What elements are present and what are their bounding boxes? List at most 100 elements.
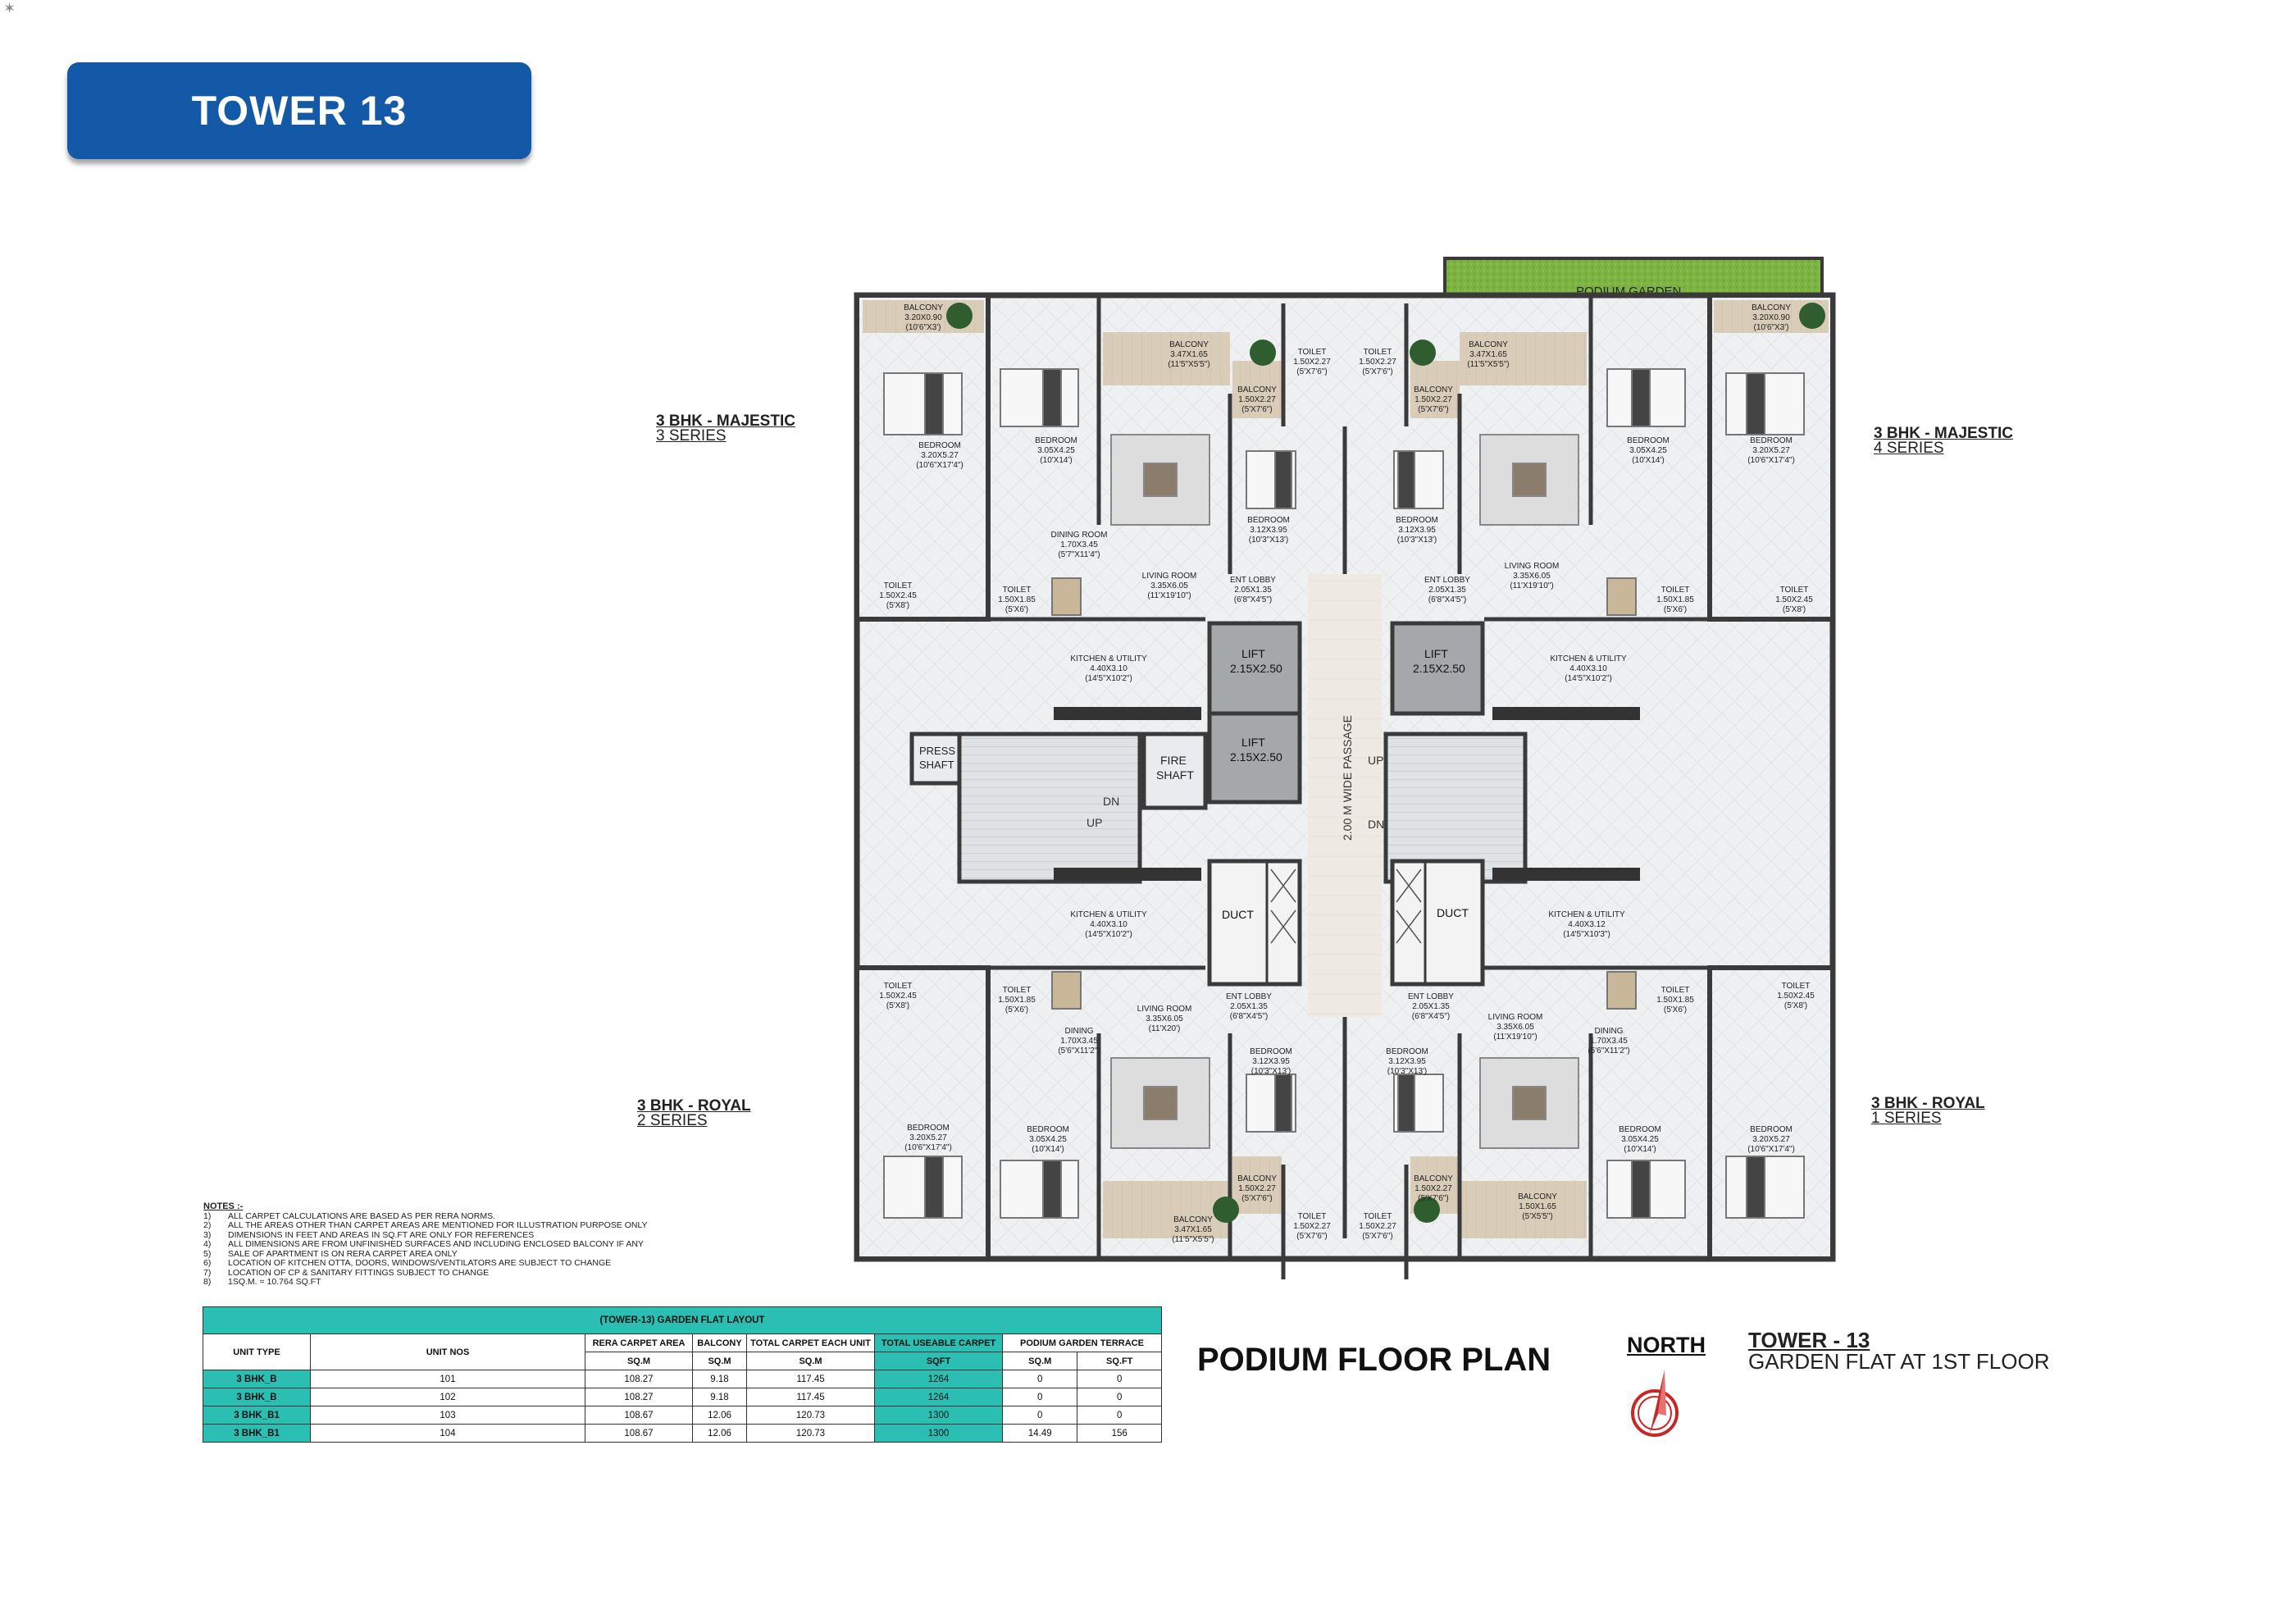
svg-text:(11'5"X5'5"): (11'5"X5'5")	[1467, 360, 1509, 369]
svg-text:(10'6"X3'): (10'6"X3')	[906, 323, 941, 332]
note-number: 3)	[203, 1229, 212, 1240]
cell-unit-no: 103	[310, 1406, 585, 1425]
svg-text:ENT LOBBY: ENT LOBBY	[1424, 576, 1470, 585]
note-item: 7)LOCATION OF CP & SANITARY FITTINGS SUB…	[203, 1267, 712, 1279]
svg-text:TOILET: TOILET	[1661, 986, 1690, 995]
svg-text:BEDROOM: BEDROOM	[1247, 516, 1290, 525]
svg-text:(10'6"X17'4"): (10'6"X17'4")	[1747, 456, 1795, 465]
note-item: 3)DIMENSIONS IN FEET AND AREAS IN SQ.FT …	[203, 1229, 712, 1241]
svg-text:KITCHEN & UTILITY: KITCHEN & UTILITY	[1070, 910, 1147, 919]
svg-text:DUCT: DUCT	[1437, 906, 1469, 919]
cell-balcony: 12.06	[692, 1424, 747, 1443]
cell-total-carpet: 120.73	[746, 1406, 875, 1425]
svg-text:2.05X1.35: 2.05X1.35	[1230, 1002, 1268, 1011]
svg-text:3.20X5.27: 3.20X5.27	[1752, 1135, 1790, 1144]
svg-text:DUCT: DUCT	[1222, 908, 1254, 921]
north-compass-icon	[1631, 1370, 1679, 1437]
svg-text:1.50X1.85: 1.50X1.85	[1656, 996, 1694, 1005]
cell-rera: 108.27	[585, 1370, 693, 1388]
svg-text:BALCONY: BALCONY	[1752, 303, 1791, 312]
svg-text:(10'3"X13'): (10'3"X13')	[1387, 1067, 1428, 1076]
svg-text:UP: UP	[1086, 816, 1102, 829]
svg-text:LIFT: LIFT	[1424, 647, 1448, 660]
cell-total-useable: 1264	[874, 1388, 1003, 1406]
svg-text:(5'X6'): (5'X6')	[1005, 605, 1028, 614]
svg-text:(10'X14'): (10'X14')	[1632, 456, 1664, 465]
svg-text:1.50X2.27: 1.50X2.27	[1359, 358, 1396, 367]
cell-podium-sqft: 0	[1077, 1370, 1162, 1388]
svg-text:BEDROOM: BEDROOM	[1027, 1125, 1069, 1134]
svg-text:BALCONY: BALCONY	[1169, 340, 1209, 349]
svg-text:(5'X6'): (5'X6')	[1664, 1005, 1687, 1014]
garden-flat-title: TOWER - 13 GARDEN FLAT AT 1ST FLOOR	[1748, 1328, 2050, 1374]
cell-unit-no: 102	[310, 1388, 585, 1406]
svg-text:(5'X8'): (5'X8')	[1783, 605, 1806, 614]
svg-text:1.50X1.85: 1.50X1.85	[998, 595, 1036, 604]
svg-text:2.05X1.35: 2.05X1.35	[1412, 1002, 1450, 1011]
note-item: 2)ALL THE AREAS OTHER THAN CARPET AREAS …	[203, 1220, 712, 1231]
th-unit-podium-sqm: SQ.M	[1001, 1352, 1078, 1370]
svg-text:BEDROOM: BEDROOM	[1750, 436, 1793, 445]
notes-title: NOTES :-	[203, 1201, 244, 1211]
th-unit-type: UNIT TYPE	[203, 1334, 311, 1370]
cell-unit-type: 3 BHK_B	[203, 1370, 311, 1388]
svg-text:(5'X7'6"): (5'X7'6")	[1241, 1194, 1272, 1203]
th-unit-rera: SQ.M	[585, 1352, 693, 1370]
cell-podium-sqm: 0	[1001, 1370, 1078, 1388]
svg-text:3.47X1.65: 3.47X1.65	[1170, 350, 1208, 359]
svg-text:(11'5"X5'5"): (11'5"X5'5")	[1172, 1235, 1214, 1244]
note-text: 1SQ.M. = 10.764 SQ.FT	[228, 1277, 321, 1287]
svg-text:BALCONY: BALCONY	[1414, 1174, 1453, 1183]
svg-text:(11'X19'10"): (11'X19'10")	[1510, 581, 1553, 590]
note-item: 1)ALL CARPET CALCULATIONS ARE BASED AS P…	[203, 1210, 712, 1222]
note-text: ALL THE AREAS OTHER THAN CARPET AREAS AR…	[228, 1220, 648, 1230]
note-item: 6)LOCATION OF KITCHEN OTTA, DOORS, WINDO…	[203, 1258, 712, 1269]
note-number: 5)	[203, 1248, 212, 1259]
cell-total-useable: 1264	[874, 1370, 1003, 1388]
svg-text:3.35X6.05: 3.35X6.05	[1513, 572, 1551, 581]
th-rera: RERA CARPET AREA	[585, 1334, 693, 1352]
cell-unit-no: 104	[310, 1424, 585, 1443]
note-number: 6)	[203, 1258, 212, 1268]
svg-text:(6'8"X4'5"): (6'8"X4'5")	[1230, 1012, 1269, 1021]
note-text: ALL CARPET CALCULATIONS ARE BASED AS PER…	[228, 1210, 495, 1221]
cell-rera: 108.67	[585, 1424, 693, 1443]
svg-text:BALCONY: BALCONY	[904, 303, 943, 312]
stair-left: DN UP	[957, 732, 1142, 884]
note-text: ALL DIMENSIONS ARE FROM UNFINISHED SURFA…	[228, 1239, 645, 1249]
cell-podium-sqft: 0	[1077, 1388, 1162, 1406]
svg-text:(5'X7'6"): (5'X7'6")	[1418, 405, 1448, 414]
note-number: 7)	[203, 1267, 212, 1278]
svg-text:3.20X0.90: 3.20X0.90	[1752, 313, 1790, 322]
table-caption: (TOWER-13) GARDEN FLAT LAYOUT	[203, 1306, 1162, 1334]
svg-text:DINING: DINING	[1595, 1027, 1624, 1036]
cell-podium-sqm: 0	[1001, 1406, 1078, 1425]
svg-text:TOILET: TOILET	[1364, 348, 1392, 357]
svg-text:BEDROOM: BEDROOM	[907, 1124, 950, 1133]
svg-text:(10'6"X17'4"): (10'6"X17'4")	[1747, 1145, 1795, 1154]
svg-text:1.70X3.45: 1.70X3.45	[1060, 1037, 1098, 1046]
interior-walls	[986, 295, 1712, 1279]
svg-text:LIFT: LIFT	[1241, 736, 1265, 749]
note-number: 4)	[203, 1239, 212, 1249]
svg-text:3.35X6.05: 3.35X6.05	[1496, 1023, 1534, 1032]
svg-text:ENT LOBBY: ENT LOBBY	[1230, 576, 1276, 585]
svg-text:DN: DN	[1368, 818, 1384, 831]
svg-text:(10'X14'): (10'X14')	[1032, 1145, 1064, 1154]
svg-text:BEDROOM: BEDROOM	[1627, 436, 1670, 445]
